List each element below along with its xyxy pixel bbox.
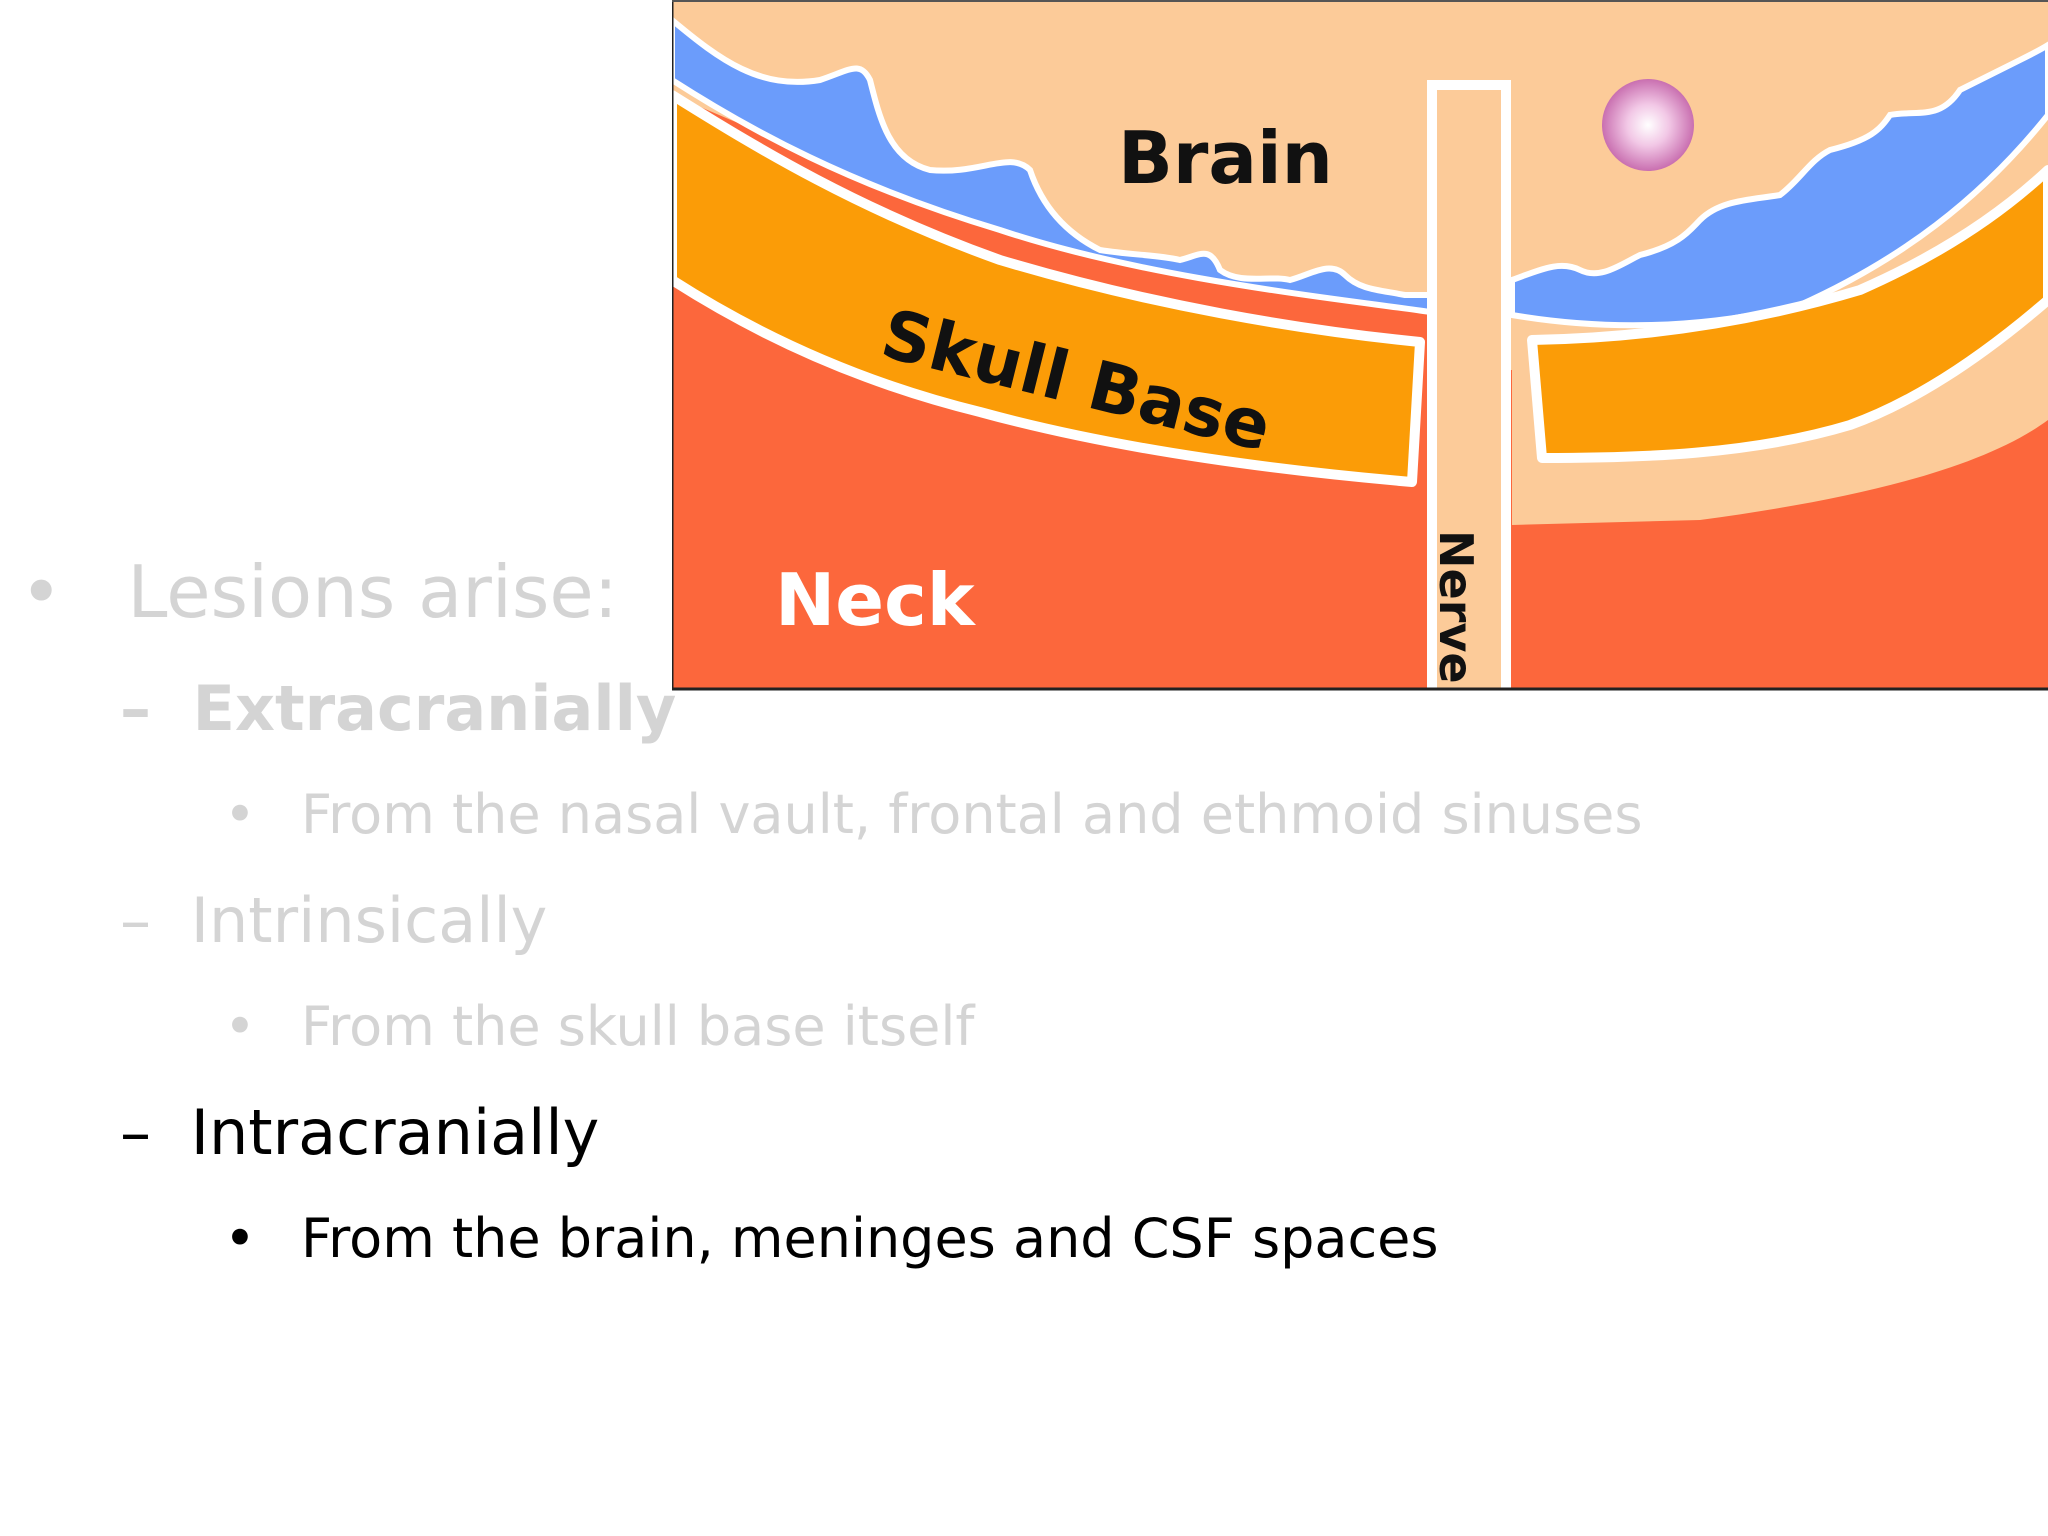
nerve-channel [1427, 80, 1511, 692]
bullet-marker: • [224, 1207, 256, 1270]
dash-marker: – [120, 672, 151, 745]
csf-space [672, 16, 1433, 316]
detail-text: From the nasal vault, frontal and ethmoi… [301, 783, 1643, 846]
sub-bullet-intracranially: – Intracranially [120, 1102, 599, 1164]
sub-bullet-extracranially: – Extracranially [120, 678, 676, 740]
sub-bullet-text: Intracranially [190, 1096, 600, 1169]
detail-text: From the brain, meninges and CSF spaces [301, 1207, 1439, 1270]
dash-marker: – [120, 1096, 151, 1169]
sub-bullet-intrinsically: – Intrinsically [120, 890, 547, 952]
sub-bullet-text: Extracranially [192, 672, 677, 745]
detail-bullet-brain-meninges: • From the brain, meninges and CSF space… [224, 1212, 1439, 1266]
lesion-circle [1602, 79, 1694, 171]
bullet-lesions-arise: • Lesions arise: [20, 556, 618, 628]
skull-base-left [672, 90, 1425, 487]
bullet-marker: • [20, 550, 63, 634]
nerve-label: Nerve [1429, 530, 1483, 684]
sub-bullet-text: Intrinsically [190, 884, 548, 957]
bullet-marker: • [224, 783, 256, 846]
skull-base-diagram: Brain Skull Base Neck Nerve [672, 0, 2048, 692]
bullet-text: Lesions arise: [127, 550, 618, 634]
detail-bullet-skull-base: • From the skull base itself [224, 1000, 974, 1054]
neck-label: Neck [775, 558, 977, 642]
detail-text: From the skull base itself [301, 995, 975, 1058]
skull-base-right [1527, 165, 2048, 463]
detail-bullet-nasal-vault: • From the nasal vault, frontal and ethm… [224, 788, 1643, 842]
brain-label: Brain [1118, 116, 1333, 200]
bullet-marker: • [224, 995, 256, 1058]
dash-marker: – [120, 884, 151, 957]
